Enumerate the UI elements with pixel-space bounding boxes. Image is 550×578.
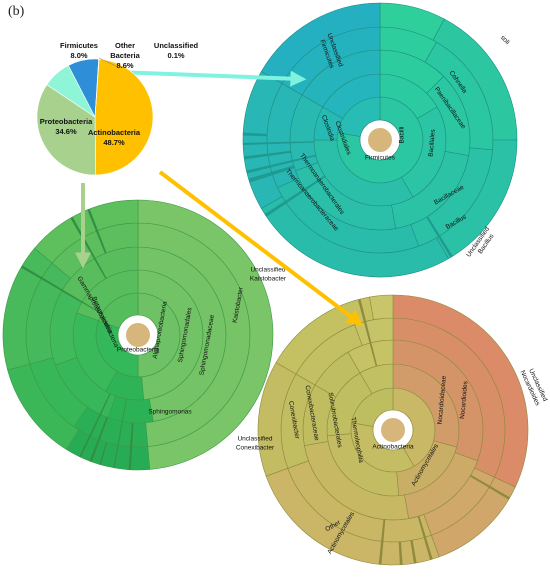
sunburst-label: Firmicutes <box>365 155 396 162</box>
leader-line <box>98 57 121 69</box>
sunburst-sliver <box>398 541 403 565</box>
sunburst-sliver <box>417 515 433 560</box>
pie-label-other-bacteria: 8.6% <box>116 61 133 70</box>
pie-slice-actinobacteria <box>94 58 154 176</box>
sunburst-label: Nocardioidaceae <box>437 375 448 425</box>
sunburst-segment <box>107 395 154 424</box>
sunburst-center-dot <box>126 323 150 347</box>
arrow-to-firmicutes <box>117 70 307 87</box>
pie-label-other-bacteria: Bacteria <box>110 51 140 60</box>
pie-label-proteobacteria: 34.6% <box>55 127 77 136</box>
sunburst-sliver <box>113 398 127 469</box>
pie-label-firmicutes: Firmicutes <box>60 41 98 50</box>
pie-label-actinobacteria: Actinobacteria <box>88 128 141 137</box>
sunburst-sliver <box>70 216 107 279</box>
pie-slice-proteobacteria <box>36 84 97 176</box>
sunburst-sliver <box>243 150 292 160</box>
arrow-to-actinobacteria <box>158 170 364 326</box>
sunburst-sliver <box>378 519 386 565</box>
panel-label: (b) <box>8 4 25 19</box>
pie-slice-unclassified <box>94 58 100 118</box>
pie-label-unclassified: Unclassified <box>154 41 199 50</box>
sunburst-sliver <box>79 393 111 458</box>
sunburst-sliver <box>89 416 109 463</box>
sunburst-label: Bacilli <box>399 127 406 144</box>
sunburst-label: Unclassified <box>250 267 285 274</box>
sunburst-sliver <box>246 154 317 174</box>
pie-label-unclassified: 0.1% <box>167 51 184 60</box>
pie-label-other-bacteria: Other <box>115 41 135 50</box>
sunburst-label: Bacillales <box>428 128 437 157</box>
sunburst-label: Kaistobacter <box>250 276 287 283</box>
pie-label-actinobacteria: 48.7% <box>103 138 125 147</box>
sunburst-label: Conexibacter <box>236 445 275 452</box>
sunburst-label: Nocardioides <box>459 380 469 419</box>
sunburst-center-dot <box>368 128 392 152</box>
sunburst-sliver <box>410 540 417 564</box>
sunburst-segment <box>137 199 274 470</box>
sunburst-segment <box>369 294 394 321</box>
sunburst-sliver <box>20 265 103 315</box>
sunburst-segment <box>34 199 139 264</box>
proteobacteria-sunburst: ProteobacteriaGammaproteobacteriaBetapro… <box>2 199 287 471</box>
actinobacteria-sunburst: ActinobacteriaActinomycetalesNocardioida… <box>236 294 549 566</box>
sunburst-label: Proteobacteria <box>117 347 160 354</box>
pie-label-proteobacteria: Proteobacteria <box>40 117 93 126</box>
sunburst-sliver <box>242 132 268 137</box>
sunburst-label: Sphingomonas <box>148 409 192 416</box>
sunburst-segment <box>260 2 381 84</box>
sunburst-label: soli <box>499 34 511 46</box>
pie-label-firmicutes: 8.0% <box>70 51 87 60</box>
sunburst-sliver <box>469 474 511 500</box>
sunburst-sliver <box>99 442 108 465</box>
sunburst-sliver <box>242 141 315 145</box>
sunburst-label: Unclassified <box>237 436 272 443</box>
sunburst-sliver <box>87 208 107 254</box>
sunburst-sliver <box>248 165 295 183</box>
sunburst-sliver <box>128 422 134 470</box>
sunburst-label: Actinobacteria <box>372 444 414 451</box>
sunburst-center-dot <box>381 418 405 442</box>
sunburst-sliver <box>426 216 453 258</box>
sunburst-sliver <box>264 175 326 217</box>
